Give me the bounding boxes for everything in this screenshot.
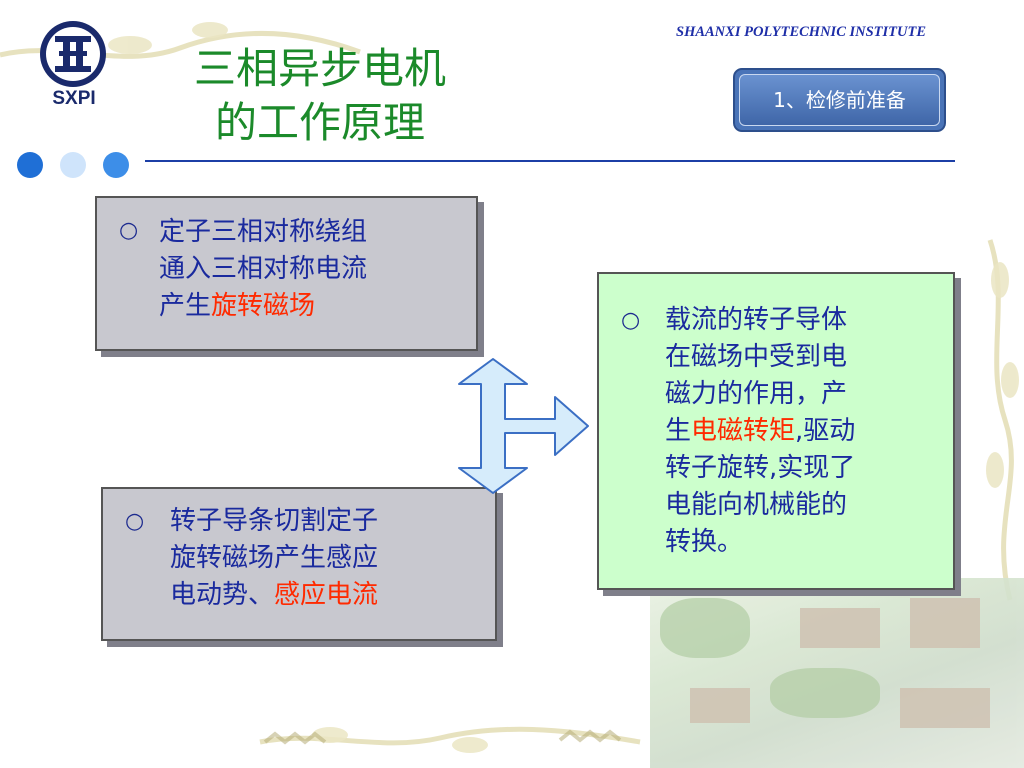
dot-mid <box>103 152 129 178</box>
stator-line-3: 产生旋转磁场 <box>159 291 316 321</box>
rotor-cut-line-1: 转子导条切割定子 <box>170 506 379 536</box>
torque-text: 载流的转子导体 在磁场中受到电 磁力的作用，产 生电磁转矩,驱动 转子旋转,实现… <box>665 302 855 561</box>
logo-text: SXPI <box>52 88 96 109</box>
induced-current-highlight: 感应电流 <box>274 580 379 610</box>
torque-line-2: 在磁场中受到电 <box>665 342 848 372</box>
sxpi-logo-icon <box>40 21 106 87</box>
stator-line-2: 通入三相对称电流 <box>159 254 368 284</box>
bullet-icon: ○ <box>621 308 641 333</box>
section-button-label: 1、检修前准备 <box>773 88 906 112</box>
rotor-cut-text: 转子导条切割定子 旋转磁场产生感应 电动势、感应电流 <box>170 503 378 614</box>
torque-line-7: 转换。 <box>665 527 744 557</box>
title-divider <box>145 160 955 162</box>
torque-line-5: 转子旋转,实现了 <box>665 453 856 483</box>
rotor-cut-line-3: 电动势、感应电流 <box>170 580 379 610</box>
torque-box: ○ 载流的转子导体 在磁场中受到电 磁力的作用，产 生电磁转矩,驱动 转子旋转,… <box>597 272 955 590</box>
em-torque-highlight: 电磁转矩 <box>691 416 796 446</box>
dot-dark <box>17 152 43 178</box>
torque-line-4: 生电磁转矩,驱动 <box>665 416 856 446</box>
title-line-2: 的工作原理 <box>214 98 425 147</box>
bullet-icon: ○ <box>125 509 145 534</box>
stator-box: ○ 定子三相对称绕组 通入三相对称电流 产生旋转磁场 <box>95 196 478 351</box>
torque-line-6: 电能向机械能的 <box>665 490 848 520</box>
institute-name: SHAANXI POLYTECHNIC INSTITUTE <box>676 24 927 40</box>
section-button[interactable]: 1、检修前准备 <box>733 68 946 132</box>
campus-photo <box>650 578 1024 768</box>
torque-line-1: 载流的转子导体 <box>665 305 848 335</box>
stator-line-1: 定子三相对称绕组 <box>159 217 368 247</box>
rotor-cut-box: ○ 转子导条切割定子 旋转磁场产生感应 电动势、感应电流 <box>101 487 497 641</box>
stator-text: 定子三相对称绕组 通入三相对称电流 产生旋转磁场 <box>159 214 367 325</box>
bullet-icon: ○ <box>119 218 139 243</box>
rotating-field-highlight: 旋转磁场 <box>211 291 316 321</box>
dot-light <box>60 152 86 178</box>
three-way-arrow-icon <box>458 358 589 494</box>
rotor-cut-line-2: 旋转磁场产生感应 <box>170 543 379 573</box>
title-line-1: 三相异步电机 <box>193 44 446 93</box>
slide-title: 三相异步电机 的工作原理 <box>150 42 490 150</box>
torque-line-3: 磁力的作用，产 <box>665 379 848 409</box>
